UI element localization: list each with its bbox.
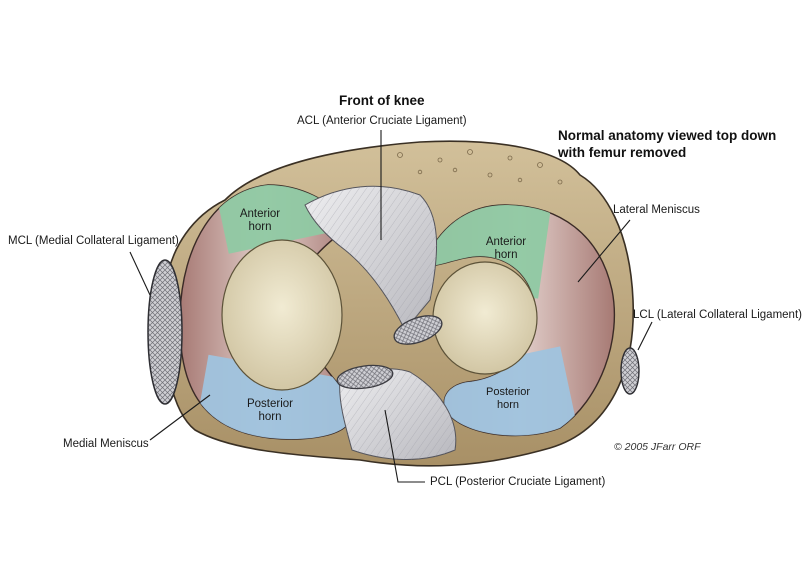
horn-label-line1: Posterior (246, 398, 294, 410)
pcl-label: PCL (Posterior Cruciate Ligament) (430, 476, 606, 488)
lcl-label: LCL (Lateral Collateral Ligament) (633, 309, 802, 321)
front-of-knee-title: Front of knee (339, 93, 425, 108)
horn-label-line1: Posterior (485, 386, 531, 398)
leader-lateral-meniscus (577, 219, 631, 283)
view-note-line2: with femur removed (558, 145, 687, 160)
horn-label-line2: horn (258, 411, 282, 423)
horn-label-line2: horn (496, 399, 520, 411)
copyright-credit: © 2005 JFarr ORF (614, 441, 701, 453)
medial-posterior-horn (192, 354, 352, 440)
lateral-meniscus-label: Lateral Meniscus (613, 204, 700, 216)
bone-pores (397, 149, 563, 185)
pcl-ligament (336, 364, 457, 460)
leader-lcl (637, 321, 653, 351)
acl-ligament (304, 185, 443, 345)
mcl-ligament (147, 259, 183, 405)
horn-label-line2: horn (248, 221, 272, 233)
horn-label-line1: Anterior (485, 236, 527, 248)
mcl-label: MCL (Medial Collateral Ligament) (8, 235, 179, 247)
lcl-ligament (620, 347, 640, 395)
medial-posterior-horn-label: Posterior horn (240, 398, 300, 424)
horn-label-line1: Anterior (239, 208, 281, 220)
medial-cartilage (221, 239, 343, 391)
acl-label: ACL (Anterior Cruciate Ligament) (297, 115, 467, 127)
medial-meniscus-label: Medial Meniscus (63, 438, 149, 450)
view-note-line1: Normal anatomy viewed top down (558, 128, 777, 143)
lateral-cartilage (432, 261, 538, 375)
leader-pcl (384, 409, 425, 483)
leader-mcl (129, 251, 151, 296)
leader-lines (129, 130, 653, 483)
lateral-posterior-horn-label: Posterior horn (478, 386, 538, 412)
medial-anterior-horn-label: Anterior horn (232, 208, 288, 234)
lateral-anterior-horn-label: Anterior horn (478, 236, 534, 262)
horn-label-line2: horn (494, 249, 518, 261)
leader-medial-meniscus (149, 394, 211, 441)
